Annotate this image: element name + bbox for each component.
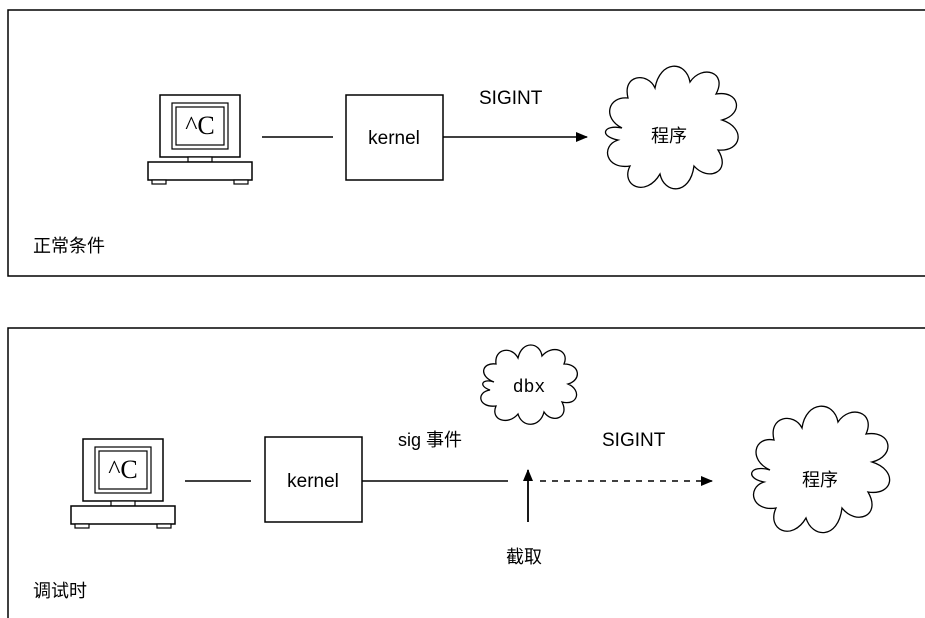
signal-label: SIGINT [479,88,543,109]
signal-label: SIGINT [602,430,666,451]
panel-normal-caption: 正常条件 [33,236,105,257]
panel-debugging-caption: 调试时 [33,581,87,602]
panel-debugging-frame [7,327,925,618]
program-cloud-icon [751,405,891,534]
kernel-label: kernel [287,471,339,492]
program-label: 程序 [651,126,687,147]
program-label: 程序 [802,470,838,491]
intercept-label: 截取 [506,547,542,568]
terminal-text: ^C [185,111,215,140]
panel-debugging: ^C kernel sig 事件 dbx 截取 SIGINT 程序 调试时 [7,327,925,618]
event-label: sig 事件 [398,430,462,450]
panel-normal-frame [7,9,925,277]
kernel-label: kernel [368,128,420,149]
debugger-label: dbx [513,378,545,398]
program-cloud-icon [605,65,739,190]
debugger-cloud-icon [480,344,578,425]
panel-normal: ^C kernel SIGINT 程序 正常条件 [7,9,925,277]
kernel-box [264,436,363,523]
terminal-text: ^C [108,455,138,484]
